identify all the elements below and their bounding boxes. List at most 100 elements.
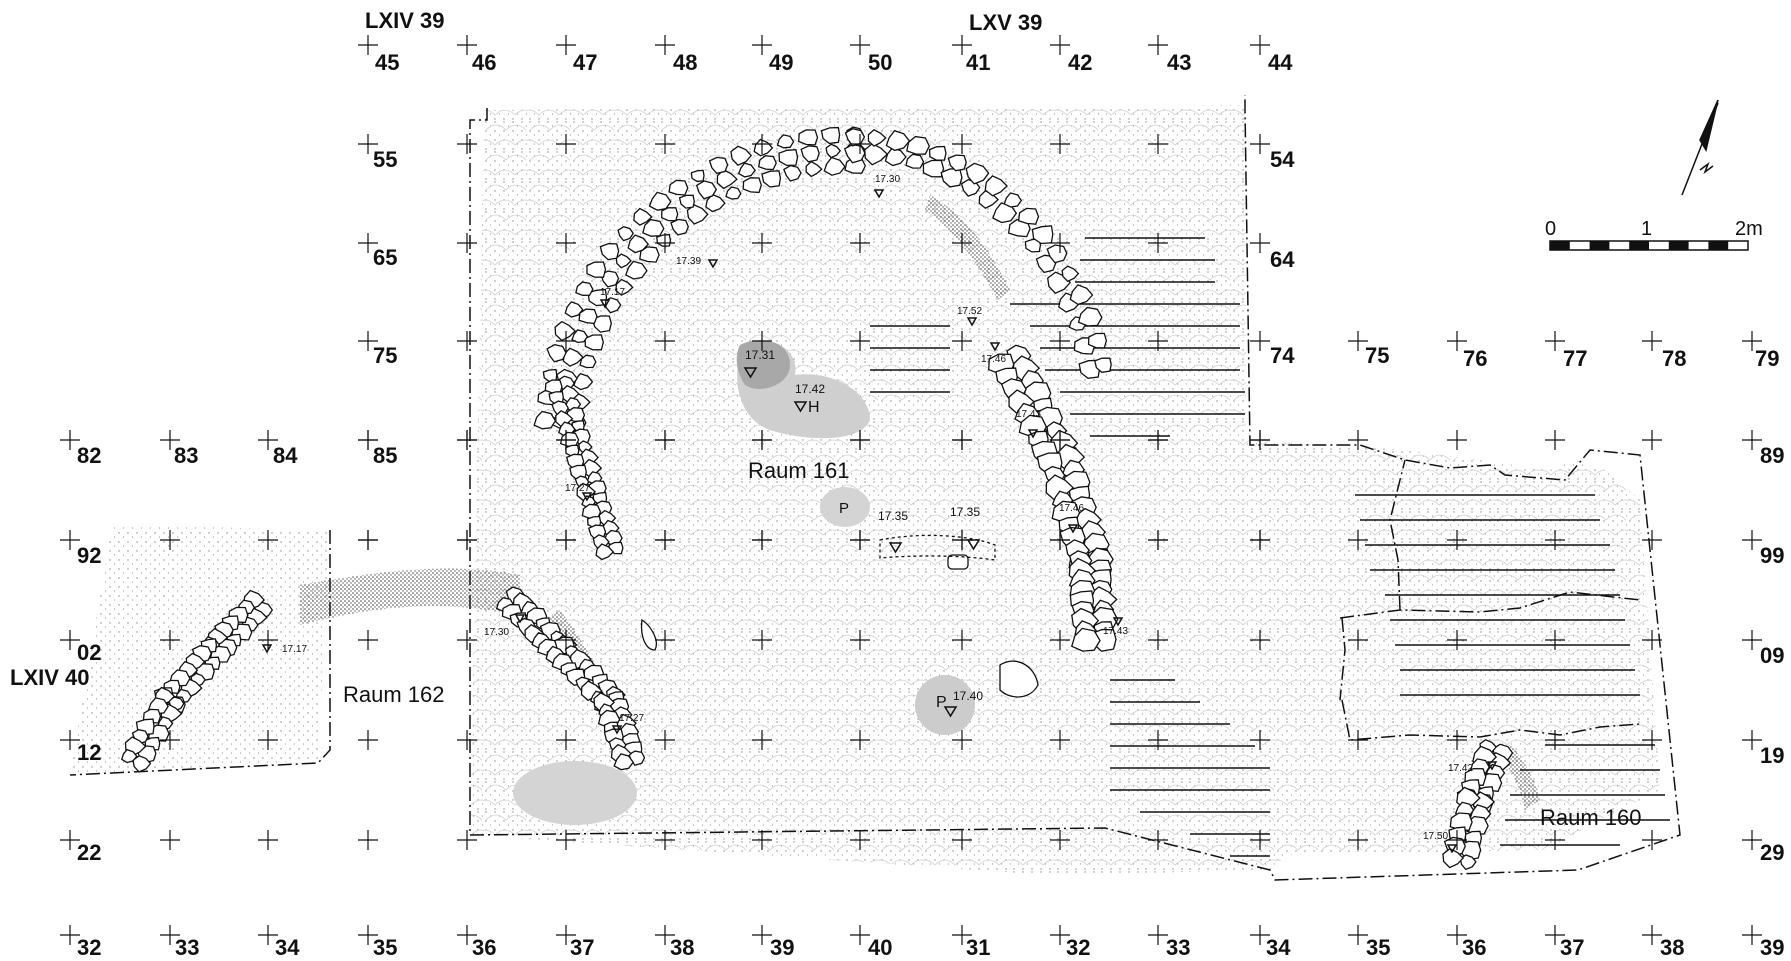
svg-text:77: 77 [1563, 346, 1587, 371]
scale-segment [1629, 241, 1649, 250]
scale-segment [1668, 241, 1689, 250]
grid-cross [160, 925, 180, 945]
svg-text:17.42: 17.42 [795, 382, 825, 396]
grid-cross [850, 530, 870, 550]
wall-stone [798, 129, 819, 146]
grid-cross [160, 430, 180, 450]
grid-cross [556, 630, 576, 650]
grid-cross [1250, 830, 1270, 850]
grid-cross [160, 630, 180, 650]
grid-cross [1250, 331, 1270, 351]
svg-text:17.39: 17.39 [676, 256, 701, 267]
wall-stone [1449, 812, 1473, 832]
grid-cross [457, 925, 477, 945]
wall-stone [624, 260, 648, 280]
svg-text:17.35: 17.35 [950, 505, 980, 519]
grid-cross [258, 730, 278, 750]
sector-label-lxiv39: LXIV 39 [365, 8, 444, 33]
svg-text:84: 84 [273, 443, 298, 468]
grid-labels-right: 54 64 74 89 99 09 19 29 75 76 77 78 79 [1270, 147, 1784, 865]
wall-stone [947, 154, 967, 172]
wall-packing-band-3 [925, 195, 1010, 300]
grid-cross [358, 830, 378, 850]
svg-text:85: 85 [373, 443, 397, 468]
posthole-p1 [820, 487, 870, 527]
sector-label-lxv39: LXV 39 [969, 10, 1042, 35]
svg-text:17.27: 17.27 [565, 483, 590, 494]
grid-cross [556, 530, 576, 550]
grid-cross [1545, 830, 1565, 850]
grid-cross [1742, 925, 1762, 945]
wall-stone [661, 207, 679, 222]
grid-cross [1447, 925, 1467, 945]
grid-cross [1050, 35, 1070, 55]
room-label-160: Raum 160 [1540, 805, 1642, 830]
grid-cross [655, 35, 675, 55]
wall-stone [648, 191, 672, 211]
grid-cross [457, 35, 477, 55]
grid-cross [850, 430, 870, 450]
wall-stone [984, 175, 1008, 197]
grid-cross [1050, 233, 1070, 253]
grid-cross [1050, 430, 1070, 450]
grid-cross [1447, 430, 1467, 450]
grid-cross [1348, 331, 1368, 351]
wall-stone [884, 147, 907, 167]
wall-stone [633, 207, 653, 226]
grid-cross [752, 630, 772, 650]
svg-text:35: 35 [373, 935, 397, 960]
grid-cross [752, 430, 772, 450]
wall-stone [571, 329, 589, 344]
grid-cross [1447, 630, 1467, 650]
wall-stone [599, 243, 620, 261]
grid-cross [850, 35, 870, 55]
grid-cross [1148, 730, 1168, 750]
wall-stone [670, 218, 690, 236]
svg-text:17.43: 17.43 [1016, 409, 1041, 420]
svg-text:49: 49 [769, 50, 793, 75]
grid-cross [556, 331, 576, 351]
wall-stone [800, 145, 820, 163]
svg-text:32: 32 [77, 935, 101, 960]
grid-cross [358, 35, 378, 55]
grid-cross [752, 830, 772, 850]
grid-cross [358, 730, 378, 750]
grid-cross [1148, 925, 1168, 945]
grid-cross [1545, 630, 1565, 650]
wall-stone [928, 145, 947, 161]
svg-text:17.31: 17.31 [745, 348, 775, 362]
wall-stone [642, 218, 665, 237]
wall-stone [965, 162, 990, 185]
svg-text:17.46: 17.46 [981, 354, 1006, 365]
wall-stone [1031, 225, 1054, 245]
grid-cross [655, 730, 675, 750]
grid-cross [1050, 830, 1070, 850]
svg-text:43: 43 [1167, 50, 1191, 75]
grid-cross [556, 233, 576, 253]
svg-text:P: P [839, 500, 849, 517]
grid-cross [1148, 830, 1168, 850]
hatch-north [870, 237, 1245, 437]
svg-text:32: 32 [1066, 935, 1090, 960]
grid-cross [358, 530, 378, 550]
grid-cross [1742, 830, 1762, 850]
grid-cross [1348, 830, 1368, 850]
wall-stone [1017, 207, 1040, 225]
grid-cross [1250, 730, 1270, 750]
grid-cross [952, 134, 972, 154]
grid-cross [556, 430, 576, 450]
grid-cross [1050, 530, 1070, 550]
wall-stone [864, 142, 889, 166]
grid-cross [358, 630, 378, 650]
svg-text:65: 65 [373, 245, 397, 270]
svg-text:47: 47 [573, 50, 597, 75]
grid-cross [1250, 925, 1270, 945]
grid-cross [457, 233, 477, 253]
grid-cross [655, 430, 675, 450]
wall-stone [554, 320, 577, 342]
sector-label-lxiv40: LXIV 40 [10, 665, 89, 690]
grid-cross [60, 730, 80, 750]
grid-cross [1148, 530, 1168, 550]
svg-text:33: 33 [175, 935, 199, 960]
svg-text:42: 42 [1068, 50, 1092, 75]
